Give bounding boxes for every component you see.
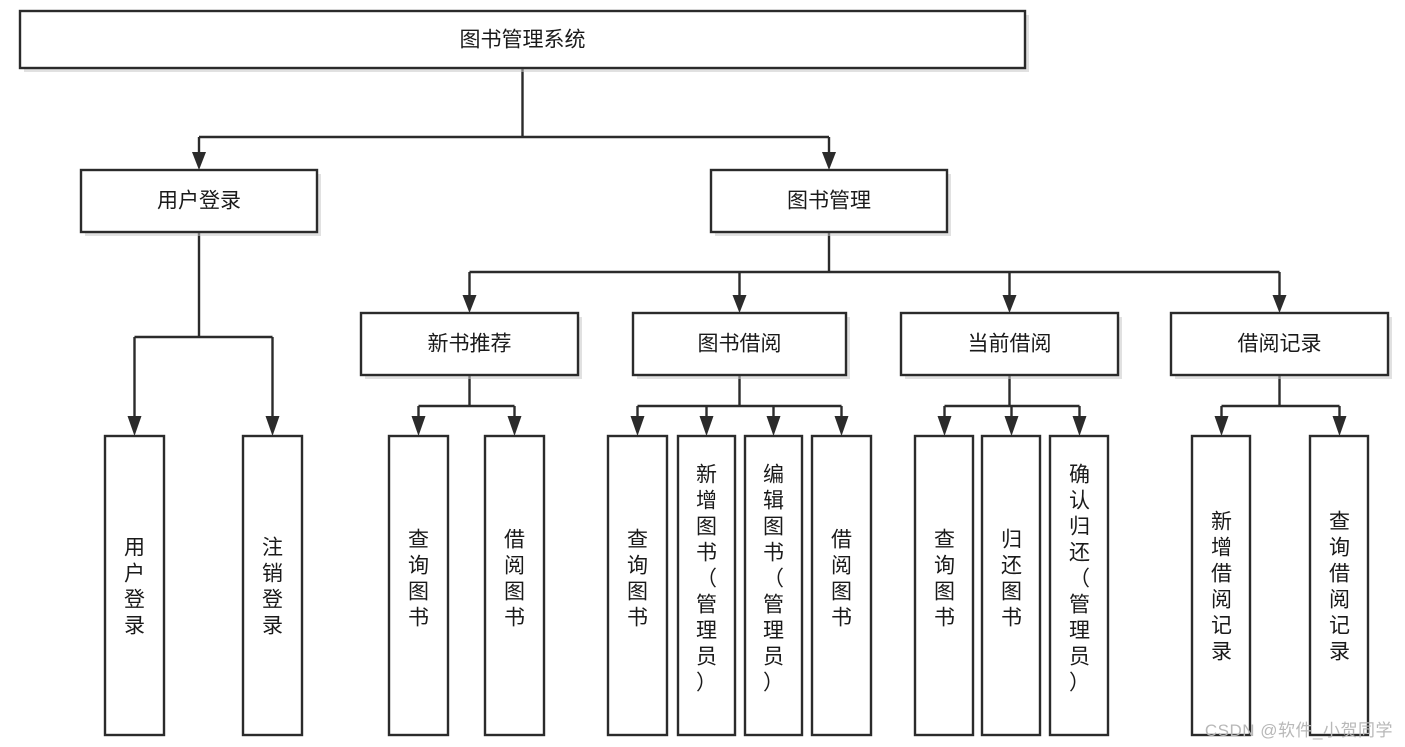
node-leaf-query-book-3-label: 查询图书 [934,528,955,629]
arrow-to-new-book-rec [462,295,477,313]
node-leaf-borrow-book-1[interactable]: 借阅图书 [483,434,546,737]
node-leaf-query-book-2[interactable]: 查询图书 [606,434,669,737]
node-book-manage-box [709,168,949,234]
arrow-to-leaf-user-login [127,416,142,436]
node-book-manage[interactable]: 图书管理 [709,168,951,236]
node-leaf-query-book-3[interactable]: 查询图书 [913,434,975,737]
arrow-to-borrow-record [1272,295,1287,313]
node-leaf-query-book-1[interactable]: 查询图书 [387,434,450,737]
arrow-to-leaf-borrow-book-1 [507,416,522,436]
node-leaf-add-record[interactable]: 新增借阅记录 [1190,434,1252,737]
node-user-login[interactable]: 用户登录 [79,168,321,236]
arrow-to-user-login [192,152,206,170]
node-leaf-confirm-return[interactable]: 确认归还（管理员） [1048,434,1110,737]
node-borrow-record-label: 借阅记录 [1238,333,1322,356]
node-leaf-edit-book-label: 编辑图书（管理员） [763,463,784,694]
connectors-layer [127,68,1347,436]
node-leaf-query-record-label: 查询借阅记录 [1329,510,1350,663]
node-book-borrow[interactable]: 图书借阅 [631,311,850,379]
node-book-borrow-box [631,311,848,377]
node-leaf-add-book-label: 新增图书（管理员） [696,463,717,694]
node-leaf-add-book-box [676,434,737,737]
node-leaf-logout[interactable]: 注销登录 [241,434,304,737]
node-leaf-confirm-return-label: 确认归还（管理员） [1069,463,1090,694]
node-book-borrow-label: 图书借阅 [698,333,782,356]
arrow-to-leaf-borrow-book-2 [834,416,849,436]
node-leaf-user-login[interactable]: 用户登录 [103,434,166,737]
node-leaf-borrow-book-2-box [810,434,873,737]
node-new-book-rec[interactable]: 新书推荐 [359,311,582,379]
arrow-to-leaf-query-book-3 [937,416,952,436]
node-leaf-borrow-book-2-label: 借阅图书 [831,528,852,629]
arrow-to-leaf-add-book [699,416,714,436]
node-leaf-query-book-1-box [387,434,450,737]
node-leaf-add-book[interactable]: 新增图书（管理员） [676,434,737,737]
node-leaf-query-book-2-label: 查询图书 [627,528,648,629]
node-leaf-query-record-box [1308,434,1370,737]
node-user-login-box [79,168,319,234]
node-leaf-user-login-box [103,434,166,737]
arrow-to-book-manage [822,152,836,170]
node-user-login-label: 用户登录 [157,190,241,213]
node-leaf-query-book-1-label: 查询图书 [408,528,429,629]
node-leaf-return-book-box [980,434,1042,737]
node-root[interactable]: 图书管理系统 [18,9,1029,72]
node-leaf-edit-book[interactable]: 编辑图书（管理员） [743,434,804,737]
arrow-to-leaf-query-record [1332,416,1347,436]
node-borrow-record-box [1169,311,1390,377]
node-leaf-query-book-3-box [913,434,975,737]
node-book-manage-label: 图书管理 [787,190,871,213]
arrow-to-leaf-logout [265,416,280,436]
arrow-to-current-borrow [1002,295,1017,313]
node-leaf-logout-box [241,434,304,737]
arrow-to-leaf-confirm-return [1072,416,1087,436]
node-current-borrow-label: 当前借阅 [968,333,1052,356]
arrow-to-leaf-return-book [1004,416,1019,436]
node-leaf-borrow-book-1-label: 借阅图书 [504,528,525,629]
node-new-book-rec-label: 新书推荐 [428,333,512,356]
arrow-to-leaf-query-book-2 [630,416,645,436]
node-leaf-logout-label: 注销登录 [262,536,283,637]
node-leaf-borrow-book-1-box [483,434,546,737]
csdn-watermark: CSDN @软件_小贺同学 [1204,721,1393,740]
node-leaf-return-book[interactable]: 归还图书 [980,434,1042,737]
arrow-to-leaf-query-book-1 [411,416,426,436]
node-leaf-confirm-return-box [1048,434,1110,737]
arrow-to-leaf-edit-book [766,416,781,436]
node-leaf-user-login-label: 用户登录 [124,536,145,637]
node-current-borrow-box [899,311,1120,377]
node-new-book-rec-box [359,311,580,377]
node-root-label: 图书管理系统 [460,29,586,52]
node-leaf-return-book-label: 归还图书 [1001,528,1022,629]
node-leaf-borrow-book-2[interactable]: 借阅图书 [810,434,873,737]
arrow-to-leaf-add-record [1214,416,1229,436]
node-leaf-edit-book-box [743,434,804,737]
node-leaf-query-book-2-box [606,434,669,737]
node-leaf-query-record[interactable]: 查询借阅记录 [1308,434,1370,737]
node-leaf-add-record-box [1190,434,1252,737]
node-root-box [18,9,1027,70]
node-current-borrow[interactable]: 当前借阅 [899,311,1122,379]
node-leaf-add-record-label: 新增借阅记录 [1211,510,1232,663]
node-borrow-record[interactable]: 借阅记录 [1169,311,1392,379]
arrow-to-book-borrow [732,295,747,313]
